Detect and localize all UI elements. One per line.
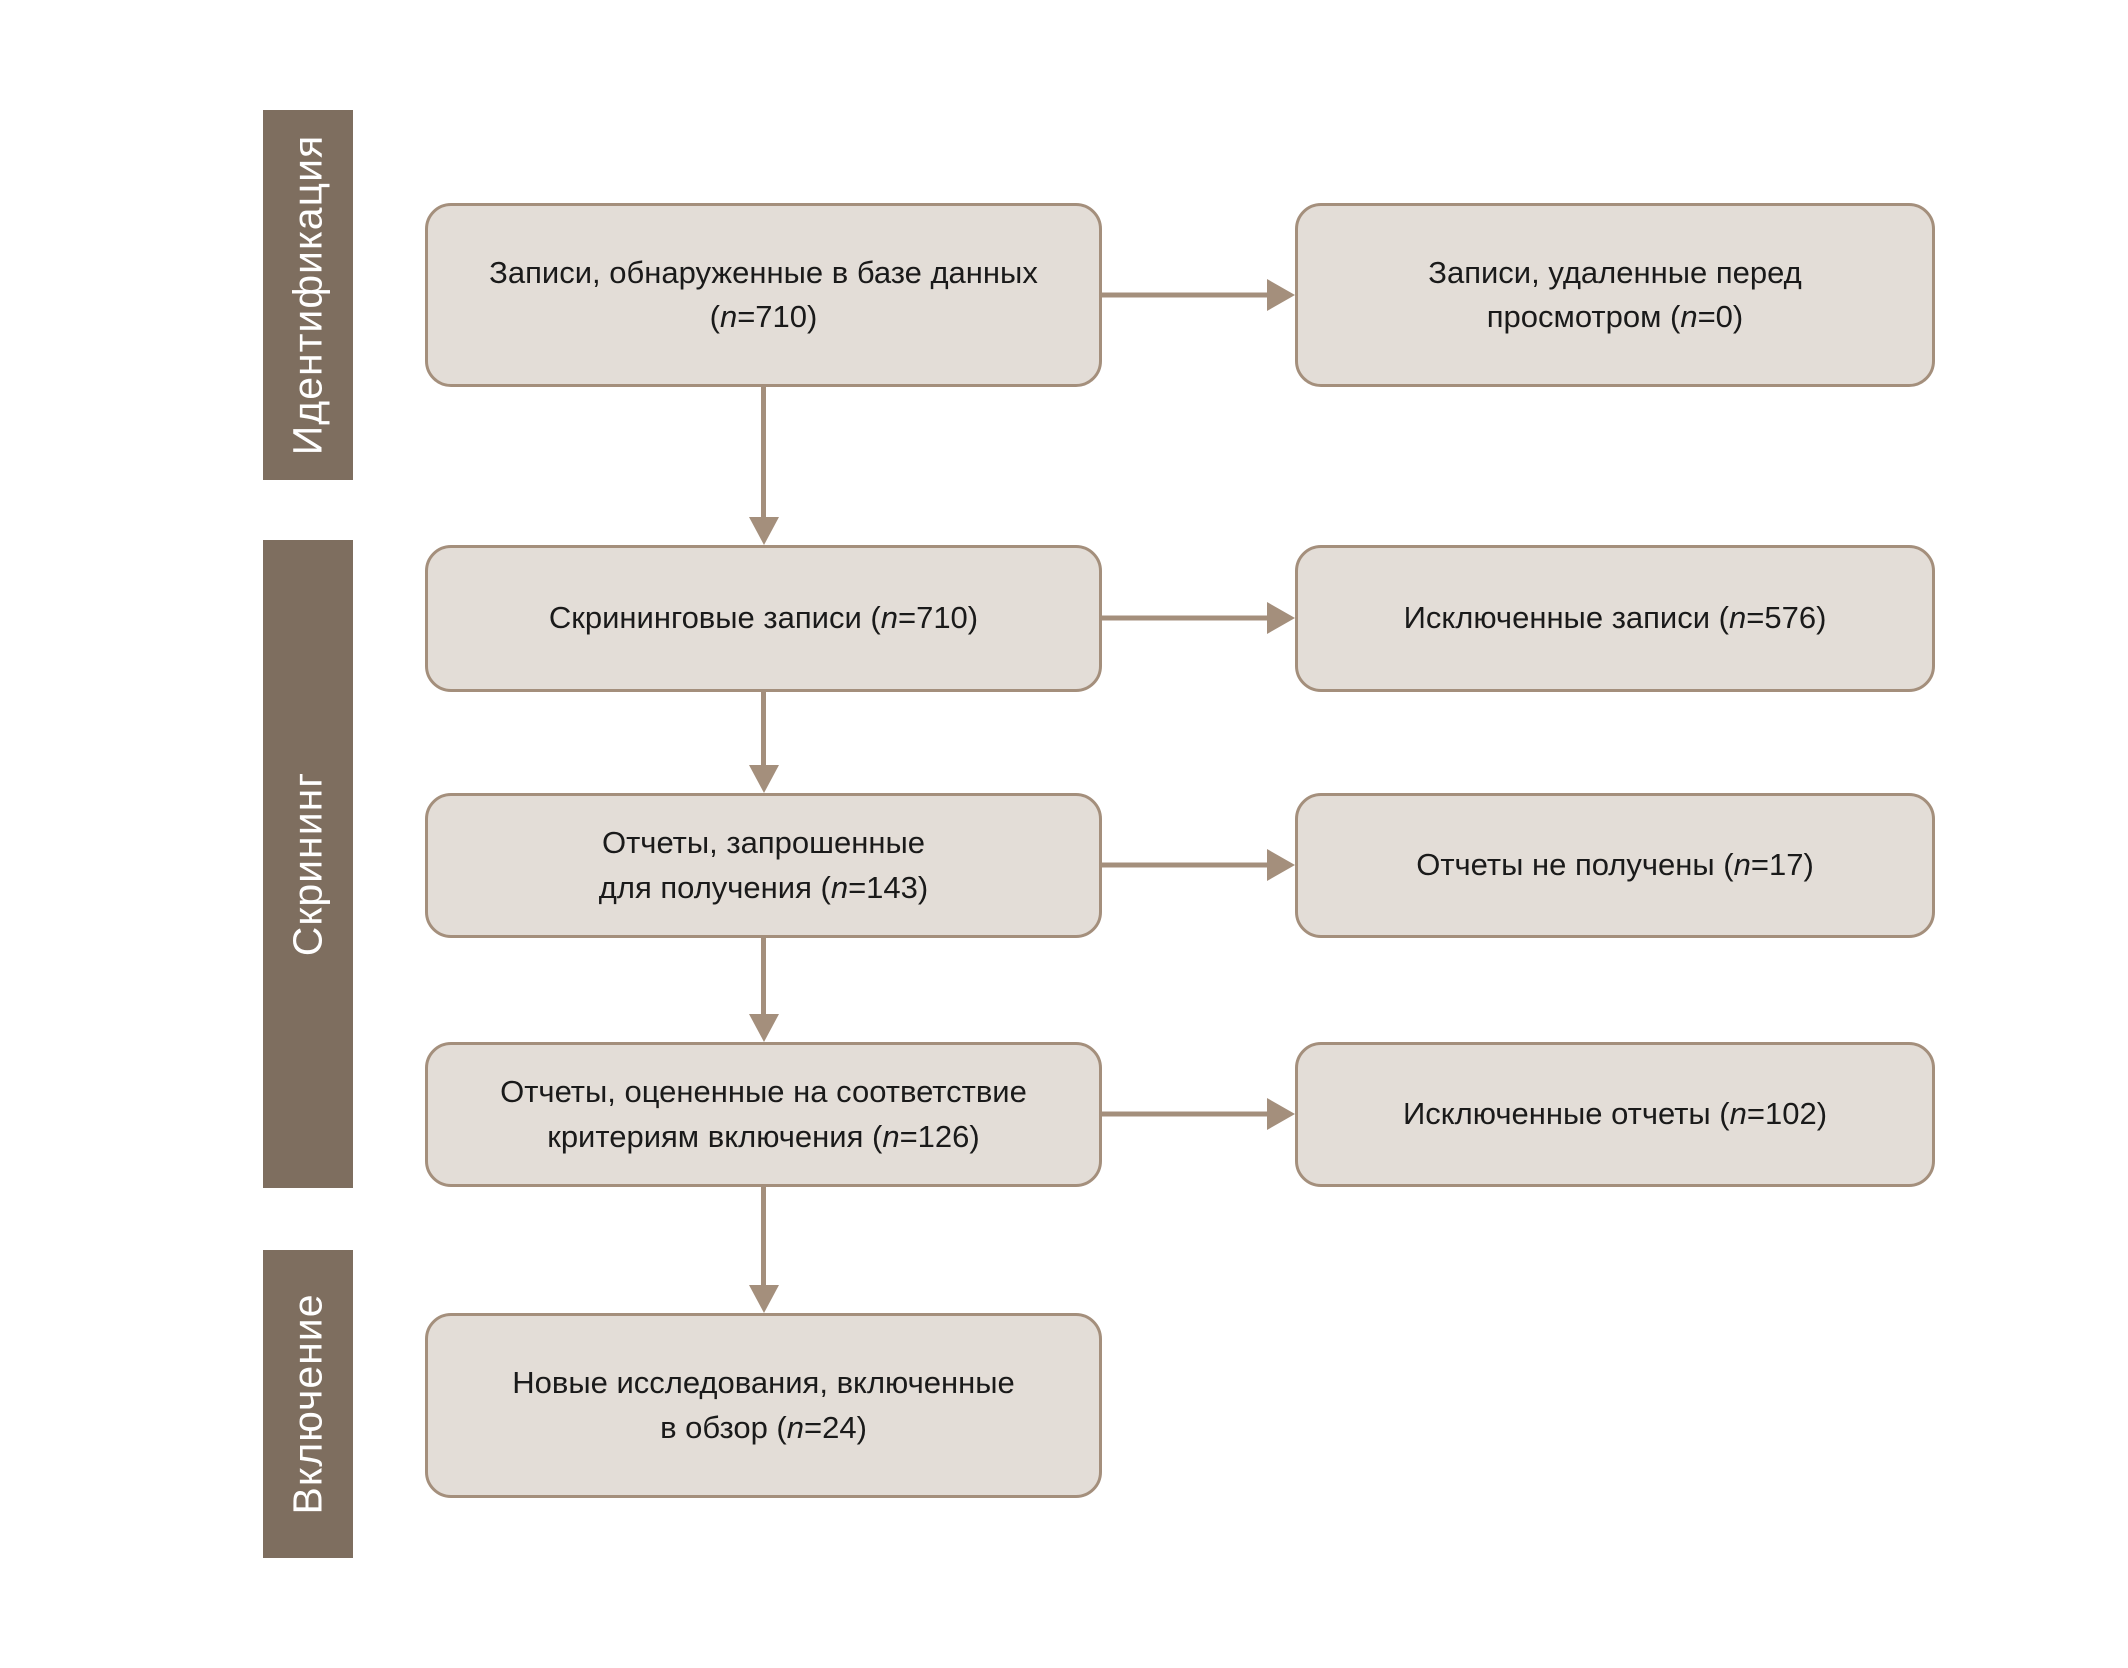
stage-bar-screening: Скрининг <box>263 540 353 1188</box>
arrow-right-icon <box>1267 849 1295 881</box>
arrow-shaft <box>1102 862 1269 868</box>
stage-bar-inclusion: Включение <box>263 1250 353 1558</box>
arrow-down-icon <box>748 517 779 545</box>
arrow-shaft <box>1102 292 1269 298</box>
box-records-screened: Скрининговые записи (n=710) <box>425 545 1102 692</box>
stage-label-screening: Скрининг <box>284 771 331 957</box>
arrow-right-icon <box>1267 602 1295 634</box>
box-records-identified: Записи, обнаруженные в базе данных(n=710… <box>425 203 1102 387</box>
box-records-screened-text: Скрининговые записи (n=710) <box>548 600 979 636</box>
arrow-identified-to-removed <box>1102 279 1295 311</box>
arrow-right-icon <box>1267 1098 1295 1130</box>
arrow-shaft <box>761 1187 766 1287</box>
arrow-shaft <box>761 692 766 767</box>
arrow-sought-to-not-retrieved <box>1102 849 1295 881</box>
box-reports-not-retrieved: Отчеты не получены (n=17) <box>1295 793 1935 938</box>
arrow-screened-to-excluded <box>1102 602 1295 634</box>
arrow-down-icon <box>748 765 779 793</box>
arrow-shaft <box>1102 1111 1269 1117</box>
arrow-right-icon <box>1267 279 1295 311</box>
arrow-screened-to-sought <box>748 692 779 793</box>
arrow-down-icon <box>748 1285 779 1313</box>
arrow-sought-to-assessed <box>748 938 779 1042</box>
arrow-identified-to-screened <box>748 387 779 545</box>
box-records-excluded: Исключенные записи (n=576) <box>1295 545 1935 692</box>
arrow-shaft <box>1102 615 1269 621</box>
box-reports-excluded: Исключенные отчеты (n=102) <box>1295 1042 1935 1187</box>
arrow-down-icon <box>748 1014 779 1042</box>
box-records-excluded-text: Исключенные записи (n=576) <box>1403 600 1827 636</box>
arrow-assessed-to-reports-excluded <box>1102 1098 1295 1130</box>
box-records-identified-text: Записи, обнаруженные в базе данных(n=710… <box>489 254 1038 334</box>
arrow-shaft <box>761 938 766 1016</box>
stage-label-inclusion: Включение <box>284 1293 331 1515</box>
box-reports-not-retrieved-text: Отчеты не получены (n=17) <box>1416 847 1814 883</box>
stage-bar-identification: Идентификация <box>263 110 353 480</box>
arrow-shaft <box>761 387 766 519</box>
box-reports-excluded-text: Исключенные отчеты (n=102) <box>1402 1096 1828 1132</box>
arrow-assessed-to-included <box>748 1187 779 1313</box>
stage-label-identification: Идентификация <box>284 134 331 456</box>
